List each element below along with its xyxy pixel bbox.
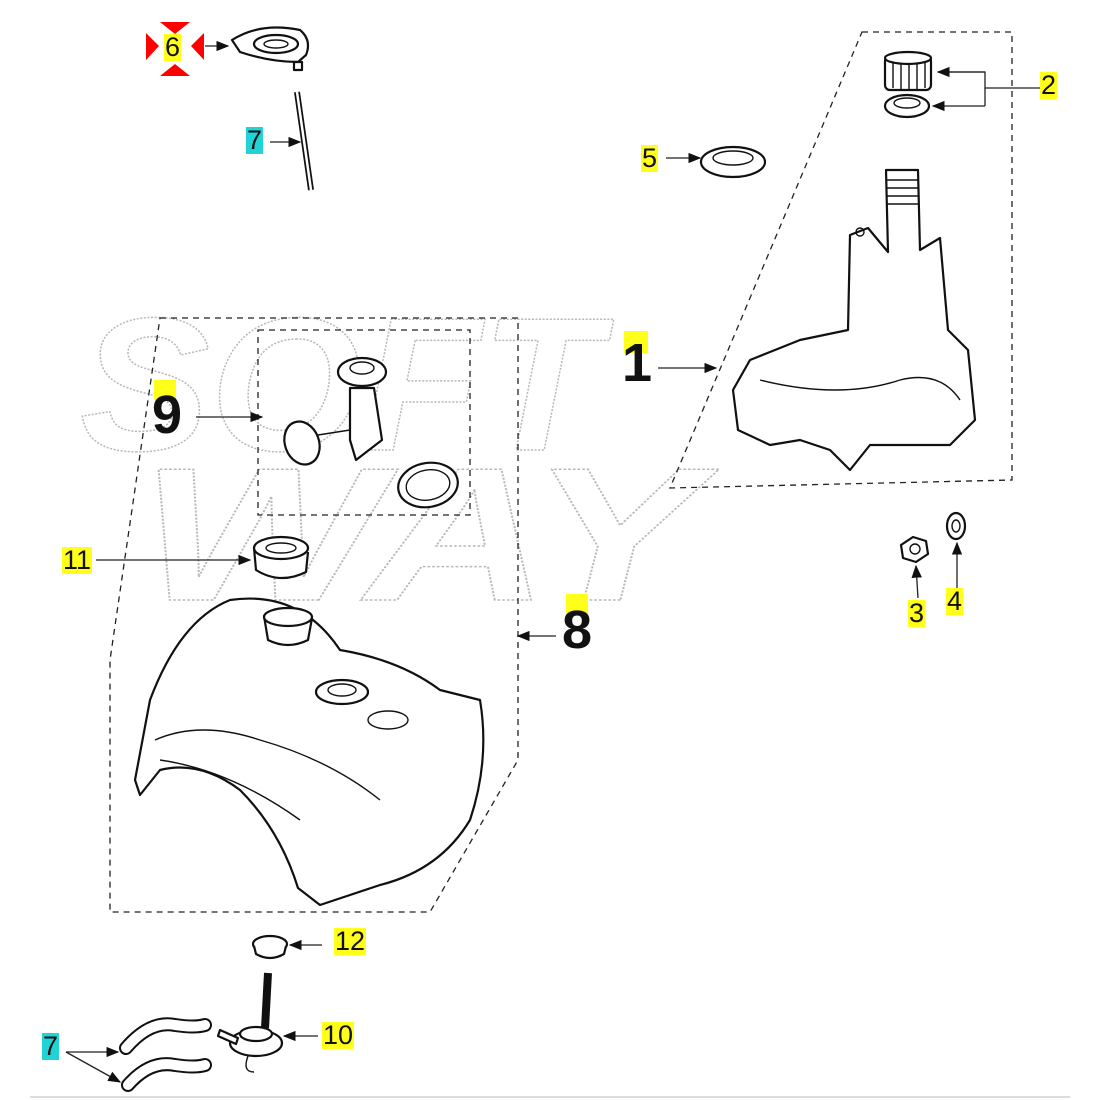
part-2-cap[interactable] xyxy=(883,50,933,119)
part-3-nut[interactable] xyxy=(899,535,930,564)
callout-6[interactable]: 6 xyxy=(164,32,182,62)
callout-1[interactable]: 1 xyxy=(622,333,653,393)
part-10-fuel-tap[interactable] xyxy=(216,972,284,1073)
group-outline-1 xyxy=(669,31,1013,489)
callout-8-highlight xyxy=(566,594,588,614)
selected-marker-icon xyxy=(146,22,204,76)
callout-9-highlight xyxy=(154,380,176,400)
callout-4[interactable]: 4 xyxy=(946,586,964,616)
group-outline-8 xyxy=(109,317,519,913)
part-5-seal[interactable] xyxy=(699,145,767,179)
part-7-hoses[interactable] xyxy=(119,1017,212,1092)
part-1-tank[interactable] xyxy=(731,168,977,472)
part-8-tank[interactable] xyxy=(133,597,485,907)
part-9-fuel-pump[interactable] xyxy=(279,356,462,512)
callout-1-highlight xyxy=(624,331,648,353)
callout-7-top[interactable]: 7 xyxy=(246,125,264,155)
part-4-washer[interactable] xyxy=(945,511,967,541)
callout-7-bottom[interactable]: 7 xyxy=(42,1031,60,1061)
leader-lines xyxy=(65,40,1040,1083)
callout-10[interactable]: 10 xyxy=(322,1020,355,1050)
callout-9[interactable]: 9 xyxy=(152,385,183,445)
callout-11[interactable]: 11 xyxy=(62,545,93,575)
callout-2[interactable]: 2 xyxy=(1040,70,1058,100)
callout-5[interactable]: 5 xyxy=(641,143,659,173)
part-12-clamp[interactable] xyxy=(251,934,289,960)
part-6-filler-seat[interactable] xyxy=(230,26,310,72)
callout-8[interactable]: 8 xyxy=(562,600,593,660)
part-11-ring-nut[interactable] xyxy=(252,535,310,580)
callout-3[interactable]: 3 xyxy=(908,598,926,628)
callout-12[interactable]: 12 xyxy=(334,926,367,956)
